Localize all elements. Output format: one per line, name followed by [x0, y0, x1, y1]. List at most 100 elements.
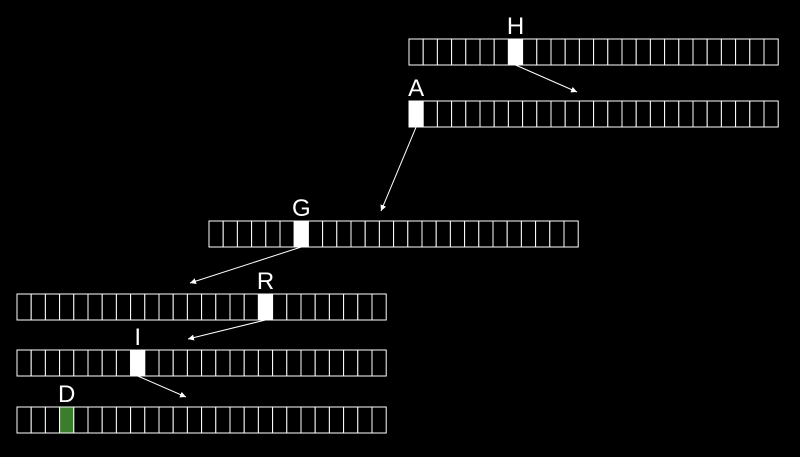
array-cell — [550, 38, 566, 66]
array-cell — [621, 100, 637, 128]
array-cell — [607, 38, 623, 66]
array-cell — [186, 293, 203, 321]
highlight-cell — [130, 349, 146, 377]
array-cell — [186, 406, 203, 434]
array-cell — [493, 38, 509, 66]
array-cell — [522, 38, 538, 66]
array-cell — [328, 349, 345, 377]
array-cell — [336, 220, 352, 248]
array-cell — [578, 100, 595, 128]
array-cell — [735, 100, 751, 128]
array-cell — [436, 38, 453, 66]
array-cell — [449, 220, 466, 248]
array-cell — [73, 406, 89, 434]
array-cell — [279, 220, 295, 248]
array-cell — [186, 349, 203, 377]
array-cell — [101, 293, 117, 321]
array-cell — [607, 100, 623, 128]
array-cell — [44, 406, 61, 434]
array-cell — [649, 100, 666, 128]
array-cell — [692, 100, 708, 128]
array-cell — [535, 220, 551, 248]
array-cell — [479, 38, 495, 66]
array-row-1 — [408, 38, 779, 66]
array-cell — [144, 349, 160, 377]
array-cell — [314, 406, 330, 434]
array-cell — [229, 293, 245, 321]
link-arrow — [189, 246, 302, 285]
array-cell — [229, 406, 245, 434]
array-cell — [328, 293, 345, 321]
array-cell — [115, 406, 132, 434]
array-cell — [286, 293, 302, 321]
array-cell — [578, 38, 595, 66]
array-cell — [158, 293, 174, 321]
array-cell — [343, 406, 359, 434]
highlight-cell — [257, 293, 274, 321]
array-cell — [208, 220, 224, 248]
array-cell — [550, 100, 566, 128]
array-cell — [408, 38, 424, 66]
array-row-5 — [16, 349, 387, 377]
array-cell — [378, 220, 395, 248]
array-cell — [286, 406, 302, 434]
node-label: A — [408, 75, 424, 102]
array-cell — [144, 406, 160, 434]
array-cell — [735, 38, 751, 66]
array-cell — [16, 349, 32, 377]
array-cell — [357, 293, 373, 321]
array-cell — [493, 100, 509, 128]
array-cell — [307, 220, 324, 248]
array-cell — [706, 38, 722, 66]
array-cell — [272, 349, 288, 377]
link-arrow — [187, 319, 266, 341]
array-cell — [536, 100, 552, 128]
array-cell — [364, 220, 380, 248]
array-cell — [422, 38, 438, 66]
array-cell — [73, 293, 89, 321]
array-cell — [243, 293, 259, 321]
array-cell — [222, 220, 238, 248]
array-row-3 — [208, 220, 579, 248]
array-cell — [243, 349, 259, 377]
array-cell — [215, 406, 231, 434]
array-cell — [158, 406, 174, 434]
array-cell — [749, 38, 765, 66]
array-cell — [115, 349, 132, 377]
array-cell — [144, 293, 160, 321]
array-cell — [479, 100, 495, 128]
array-cell — [350, 220, 366, 248]
array-cell — [520, 220, 537, 248]
array-cell — [30, 349, 46, 377]
highlight-cell — [507, 38, 524, 66]
array-cell — [763, 38, 779, 66]
array-cell — [172, 293, 188, 321]
array-cell — [451, 38, 467, 66]
array-cell — [115, 293, 132, 321]
array-cell — [522, 100, 538, 128]
array-cell — [621, 38, 637, 66]
array-cell — [215, 349, 231, 377]
array-cell — [265, 220, 281, 248]
final-highlight-cell — [59, 406, 75, 434]
array-cell — [635, 38, 651, 66]
array-cell — [371, 349, 387, 377]
array-cell — [172, 406, 188, 434]
array-cell — [30, 293, 46, 321]
array-cell — [465, 38, 481, 66]
array-cell — [720, 100, 737, 128]
array-cell — [357, 406, 373, 434]
array-cell — [706, 100, 722, 128]
array-cell — [251, 220, 267, 248]
array-cell — [243, 406, 259, 434]
array-row-2 — [408, 100, 779, 128]
array-cell — [300, 293, 316, 321]
array-cell — [678, 100, 694, 128]
array-cell — [201, 406, 217, 434]
array-cell — [357, 349, 373, 377]
array-cell — [158, 349, 174, 377]
highlight-cell — [293, 220, 309, 248]
array-cell — [215, 293, 231, 321]
array-cell — [343, 293, 359, 321]
